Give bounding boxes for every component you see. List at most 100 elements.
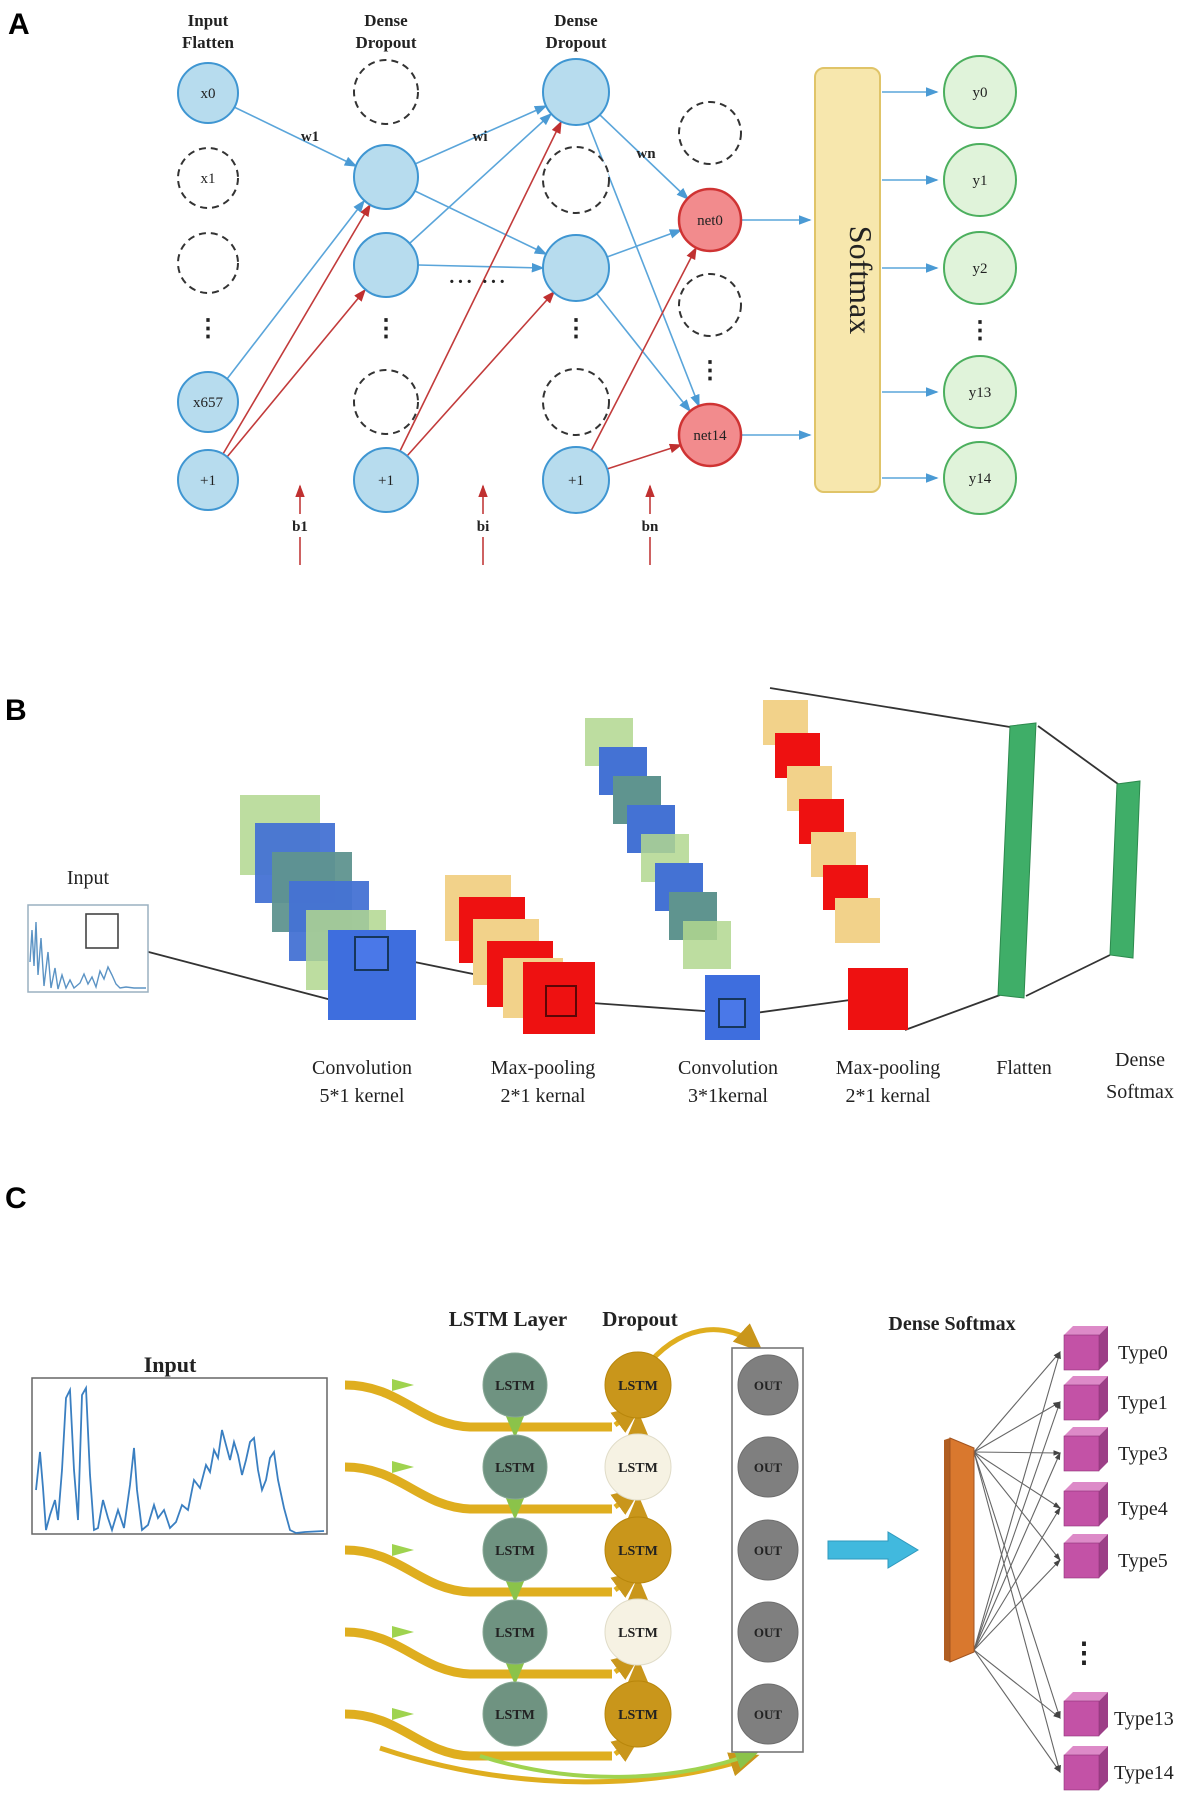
b-dense-softmax-bar: [1109, 780, 1141, 959]
label-bias2: +1: [378, 473, 394, 489]
dense-bar-edge: [944, 1438, 950, 1662]
b-conv2-kernel: [718, 998, 746, 1028]
softmax-box: [814, 67, 881, 493]
neuron-x657: [177, 371, 239, 433]
col1-header-line1: Input: [188, 11, 229, 30]
neuron-dropped: [678, 273, 742, 337]
label-w1: w1: [301, 129, 319, 145]
panel-a-node-labels: x0 x1 x657 +1 +1 +1 net0 net14 y0 y1 y2 …: [193, 85, 992, 535]
c-dense-softmax-label: Dense Softmax: [888, 1313, 1015, 1335]
lstm-cell-label: LSTM: [618, 1379, 658, 1394]
vdots-col1: ⋮: [196, 316, 220, 342]
label-y1: y1: [973, 173, 988, 189]
c-out-column: OUT OUT OUT OUT OUT: [731, 1347, 804, 1753]
neuron-dropped: [542, 368, 610, 436]
b-input-label: Input: [67, 867, 110, 889]
dropout-lstm-cell-active: [604, 1516, 672, 1584]
out-cell-label: OUT: [754, 1543, 783, 1558]
out-cell-label: OUT: [754, 1378, 783, 1393]
vdots-outputs: ⋮: [968, 318, 992, 344]
panel-a-red-edges: [222, 120, 697, 470]
label-y14: y14: [969, 471, 992, 487]
neuron-dropped: [353, 369, 419, 435]
c-yellow-bands: [344, 1323, 764, 1785]
lstm-cell-label: LSTM: [495, 1461, 535, 1476]
neuron-y2: [943, 231, 1017, 305]
panel-a-net-column: [677, 101, 743, 468]
b-label-flatten: Flatten: [996, 1057, 1052, 1079]
lstm-cell-label: LSTM: [618, 1626, 658, 1641]
label-y0: y0: [973, 85, 988, 101]
panel-a-output-column: [943, 55, 1017, 515]
lstm-cell: [482, 1352, 548, 1418]
neuron-dropped: [353, 59, 419, 125]
out-cell: [737, 1354, 799, 1416]
neuron-x1-dropped: [177, 147, 239, 209]
cube-type0: [1063, 1326, 1108, 1371]
out-cell: [737, 1683, 799, 1745]
b-conv1-stack: [240, 795, 416, 1020]
label-type14: Type14: [1114, 1762, 1174, 1784]
b-label-conv2-line2: 3*1kernal: [688, 1085, 768, 1107]
neuron-bias-3: [542, 446, 610, 514]
b-label-pool2-line2: 2*1 kernal: [846, 1085, 931, 1107]
neuron-bias-2: [353, 447, 419, 513]
cube-type13: [1063, 1692, 1108, 1737]
col3-header-line1: Dense: [554, 11, 598, 30]
b-pool1-stack: [445, 875, 595, 1034]
panel-a-letter: A: [8, 8, 30, 41]
out-cell: [737, 1601, 799, 1663]
b-label-pool1-line2: 2*1 kernal: [501, 1085, 586, 1107]
b-flatten-bar: [997, 722, 1037, 999]
cube-type1: [1063, 1376, 1108, 1421]
b-zoom-window: [85, 913, 119, 949]
label-x1: x1: [201, 171, 216, 187]
label-wn: wn: [636, 146, 656, 162]
b-pool2-stack: [763, 700, 908, 1030]
neuron-dropped: [678, 101, 742, 165]
panel-b-letter: B: [5, 694, 27, 727]
col3-header-line2: Dropout: [545, 33, 606, 52]
col2-header-line1: Dense: [364, 11, 408, 30]
panel-a-bias-arrows: [295, 484, 655, 565]
dropout-lstm-cell-dropped: [604, 1598, 672, 1666]
lstm-cell-label: LSTM: [618, 1708, 658, 1723]
label-wi: wi: [473, 129, 488, 145]
col1-header-line2: Flatten: [182, 33, 234, 52]
b-label-conv1-line2: 5*1 kernel: [320, 1085, 405, 1107]
lstm-cell-label: LSTM: [495, 1544, 535, 1559]
neuron-y13: [943, 355, 1017, 429]
c-dense-fan: [973, 1350, 1062, 1774]
c-type-labels: Type0 Type1 Type3 Type4 Type5 Type13 Typ…: [1070, 1342, 1174, 1784]
panel-a-input-column: [177, 62, 239, 511]
label-y13: y13: [969, 385, 992, 401]
neuron-dropped: [177, 232, 239, 294]
c-type-cubes: [1063, 1326, 1108, 1791]
b-label-softmax: Softmax: [1106, 1081, 1174, 1103]
label-type1: Type1: [1118, 1392, 1168, 1414]
b-pool1-kernel: [545, 985, 577, 1017]
lstm-cell-label: LSTM: [495, 1708, 535, 1723]
out-cell: [737, 1436, 799, 1498]
col2-header-line2: Dropout: [355, 33, 416, 52]
panel-a-ellipsis: ⋮ ⋮ ⋮ ⋮ ⋮ ··· ···: [196, 271, 992, 384]
vdots-types: ⋮: [1070, 1638, 1098, 1669]
label-net14: net14: [693, 428, 727, 444]
out-cell-label: OUT: [754, 1707, 783, 1722]
panel-a-blue-edges: [226, 87, 939, 483]
neuron-hidden: [353, 144, 419, 210]
neuron-x0: [177, 62, 239, 124]
lstm-cell-label: LSTM: [495, 1379, 535, 1394]
label-b1: b1: [292, 519, 308, 535]
lstm-cell: [482, 1517, 548, 1583]
vdots-col4: ⋮: [698, 358, 722, 384]
lstm-cell-label: LSTM: [495, 1626, 535, 1641]
neuron-y0: [943, 55, 1017, 129]
label-x657: x657: [193, 395, 224, 411]
lstm-cell: [482, 1434, 548, 1500]
out-cell: [737, 1519, 799, 1581]
neuron-hidden: [542, 234, 610, 302]
label-type5: Type5: [1118, 1550, 1168, 1572]
